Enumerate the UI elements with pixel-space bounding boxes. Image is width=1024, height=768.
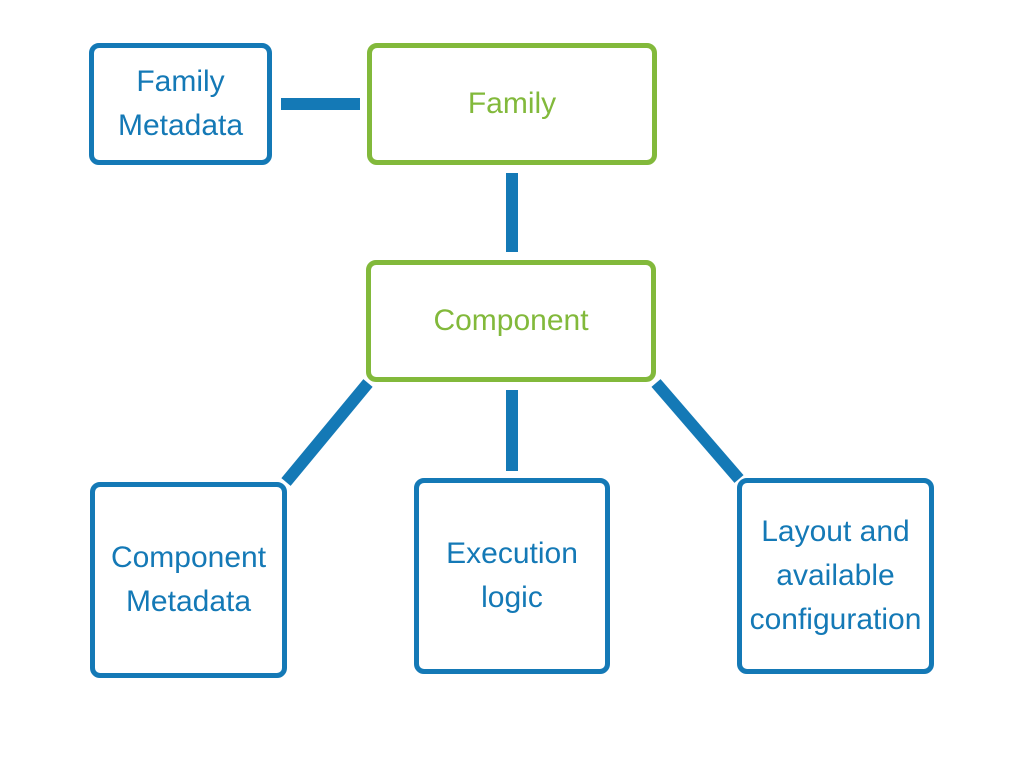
node-component-metadata: Component Metadata (90, 482, 287, 678)
node-line: Metadata (125, 585, 252, 618)
node-family-metadata: Family Metadata (89, 43, 272, 165)
node-family-label: Family (468, 82, 556, 126)
node-line: Execution (446, 537, 578, 570)
node-execution-logic: Execution logic (414, 478, 610, 674)
node-family: Family (367, 43, 657, 165)
node-line: Family (467, 87, 557, 120)
connector-component-to-component-metadata (281, 379, 373, 486)
node-line: configuration (749, 603, 922, 636)
node-line: logic (481, 581, 543, 614)
node-component-metadata-label: Component Metadata (111, 536, 266, 624)
node-line: Component (110, 541, 267, 574)
node-line: available (776, 559, 895, 592)
node-line: Family (136, 65, 225, 98)
node-execution-logic-label: Execution logic (446, 532, 578, 620)
node-component-label: Component (433, 299, 588, 343)
node-line: Layout and (761, 515, 910, 548)
node-family-metadata-label: Family Metadata (118, 60, 243, 148)
node-line: Component (433, 304, 589, 337)
node-layout-and-configuration-label: Layout and available configuration (750, 510, 922, 642)
node-component: Component (366, 260, 656, 382)
connector-component-to-layout-config (651, 379, 744, 483)
node-line: Metadata (117, 109, 244, 142)
node-layout-and-configuration: Layout and available configuration (737, 478, 934, 674)
